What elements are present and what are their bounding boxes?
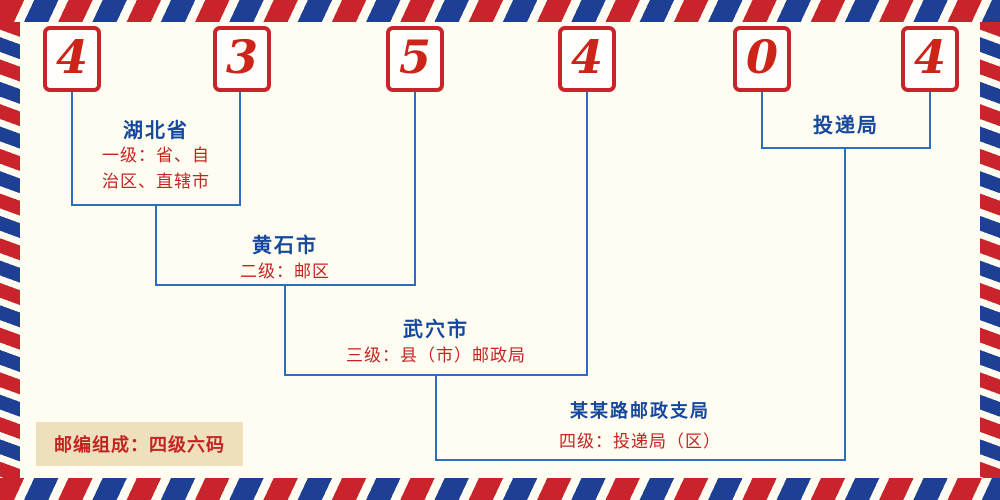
composition-note: 邮编组成：四级六码 [36, 422, 243, 466]
level2-description: 二级：邮区 [240, 262, 330, 281]
digit-box-5: 0 [733, 26, 791, 92]
digit-2: 3 [225, 30, 258, 84]
airmail-border-top [0, 0, 1000, 22]
digit-5: 0 [745, 30, 778, 84]
level2-region-name: 黄石市 [252, 235, 318, 257]
digit-4: 4 [570, 30, 603, 84]
digit-box-2: 3 [213, 26, 271, 92]
level1-description: 一级：省、自 治区、直辖市 [102, 146, 210, 192]
level4-description: 四级：投递局（区） [559, 432, 721, 451]
airmail-border-bottom [0, 478, 1000, 500]
level3-description: 三级：县（市）邮政局 [346, 346, 526, 365]
digit-box-6: 4 [901, 26, 959, 92]
level1-region-name: 湖北省 [123, 120, 189, 142]
airmail-border-right [980, 22, 1000, 478]
level4-region-name: 某某路邮政支局 [570, 401, 710, 421]
airmail-border-left [0, 22, 20, 478]
bracket-level4 [435, 148, 846, 461]
digit-3: 5 [398, 30, 431, 84]
digit-box-1: 4 [43, 26, 101, 92]
digit-6: 4 [913, 30, 946, 84]
delivery-office-label: 投递局 [813, 115, 879, 137]
digit-box-4: 4 [558, 26, 616, 92]
digit-1: 4 [55, 30, 88, 84]
digit-box-3: 5 [386, 26, 444, 92]
level3-region-name: 武穴市 [403, 319, 469, 341]
